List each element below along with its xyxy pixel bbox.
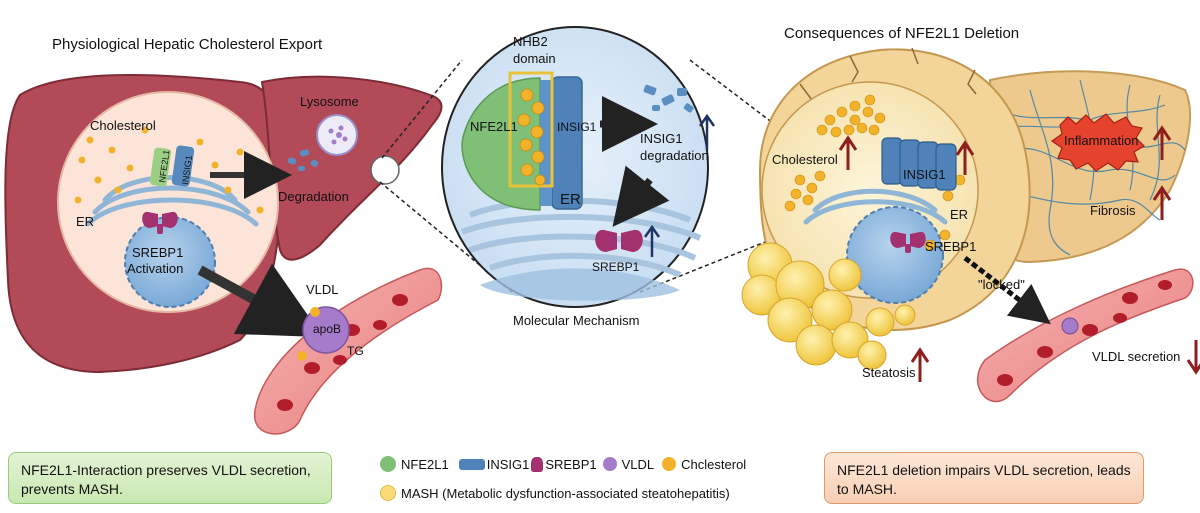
right-insig1-stack (881, 137, 957, 191)
insig1-deg-label: INSIG1 (640, 131, 683, 146)
steatosis-label: Steatosis (862, 365, 916, 380)
right-nucleus (846, 206, 944, 304)
right-cholesterol-cluster (784, 94, 966, 251)
middle-srebp1-label: SREBP1 (592, 260, 640, 274)
vldl-secretion-label: VLDL secretion (1092, 349, 1180, 364)
legend-mash-swatch (380, 485, 396, 501)
left-nfe2l1-complex (149, 147, 172, 187)
right-panel-title: Consequences of NFE2L1 Deletion (784, 25, 1020, 42)
locked-label: "locked" (978, 277, 1025, 292)
inflammation-badge (1050, 113, 1145, 172)
right-summary-box: NFE2L1 deletion impairs VLDL secretion, … (824, 452, 1144, 504)
locked-arrow (963, 256, 1051, 325)
right-insig1-label: INSIG1 (903, 167, 946, 182)
legend-insig1-swatch (458, 458, 485, 470)
left-vldl-arrow (197, 263, 324, 338)
fibrosis-label: Fibrosis (1090, 203, 1136, 218)
right-blood-vessel (977, 268, 1194, 403)
nhb2-domain-box (508, 71, 554, 188)
legend-mash: MASH (Metabolic dysfunction-associated s… (401, 485, 730, 501)
left-summary-box: NFE2L1-Interaction preserves VLDL secret… (8, 452, 332, 504)
left-vldl-label: VLDL (306, 282, 339, 297)
left-srebp1-icon (142, 211, 178, 234)
legend-row-2: MASH (Metabolic dysfunction-associated s… (380, 485, 730, 501)
middle-srebp1-icon (595, 229, 643, 252)
right-red-blood-cells (997, 280, 1172, 386)
legend-vldl-swatch (602, 457, 617, 471)
apob-label: apoB (313, 322, 341, 336)
legend-cholesterol-swatch (662, 457, 677, 471)
left-cholesterol-label: Cholesterol (90, 118, 156, 133)
nhb2-domain-label: domain (513, 51, 556, 66)
lysosome-label: Lysosome (300, 94, 359, 109)
tg-label: TG (347, 344, 364, 358)
middle-insig1-fragments (643, 84, 694, 113)
right-er (803, 188, 948, 225)
middle-nfe2l1-shape (461, 77, 541, 211)
legend-nfe2l1: NFE2L1 (401, 456, 449, 472)
left-er-label: ER (76, 214, 94, 229)
left-insig1-complex (171, 145, 195, 187)
degradation-label: Degradation (278, 189, 349, 204)
left-insig1-label: INSIG1 (180, 155, 194, 186)
right-vldl-particle (1061, 317, 1079, 335)
steatosis-droplets (741, 242, 916, 370)
middle-insig1-shape (551, 76, 583, 210)
legend-cholesterol: Chclesterol (681, 456, 747, 472)
left-activation-label: Activation (127, 261, 183, 276)
left-nfe2l1-label: NFE2L1 (157, 149, 171, 183)
legend-srebp1-swatch (531, 456, 544, 472)
right-er-label: ER (950, 207, 968, 222)
right-change-arrows (838, 125, 1200, 382)
right-cholesterol-label: Cholesterol (772, 152, 838, 167)
middle-panel-title: Molecular Mechanism (513, 313, 639, 328)
right-srebp1-label: SREBP1 (925, 239, 976, 254)
nhb2-label: NHB2 (513, 34, 548, 49)
left-panel-title: Physiological Hepatic Cholesterol Export (52, 36, 323, 53)
middle-srebp1-up-arrow (643, 224, 661, 257)
middle-insig1-up-arrow (698, 113, 716, 150)
lysosome-contents (328, 125, 348, 145)
vldl-cholesterol-dot-2 (297, 351, 307, 361)
zoom-line-right-upper (689, 59, 783, 131)
middle-er-label: ER (560, 191, 581, 208)
left-vldl-particle (302, 306, 350, 354)
left-degradation-fragments (287, 149, 319, 171)
right-srebp1-icon (890, 231, 926, 253)
legend-row-1: NFE2L1 INSIG1 SREBP1 VLDL Chclesterol (380, 456, 746, 472)
legend-vldl: VLDL (621, 456, 655, 472)
middle-nfe2l1-label: NFE2L1 (470, 119, 518, 134)
zoom-origin-circle (370, 155, 400, 185)
zoom-line-upper (381, 59, 463, 159)
vldl-cholesterol-dot (310, 307, 320, 317)
legend-insig1: INSIG1 (486, 456, 530, 472)
middle-cholesterol-cluster (517, 88, 546, 186)
legend-srebp1: SREBP1 (545, 456, 597, 472)
middle-nucleus-edge (480, 268, 680, 301)
legend-nfe2l1-swatch (380, 456, 396, 472)
left-srebp1-label: SREBP1 (132, 245, 183, 260)
middle-srebp1-arrow (612, 165, 670, 227)
insig1-degradation-label: degradation (640, 148, 709, 163)
inflammation-label: Inflammation (1064, 133, 1138, 148)
middle-insig1-label: INSIG1 (557, 120, 597, 134)
